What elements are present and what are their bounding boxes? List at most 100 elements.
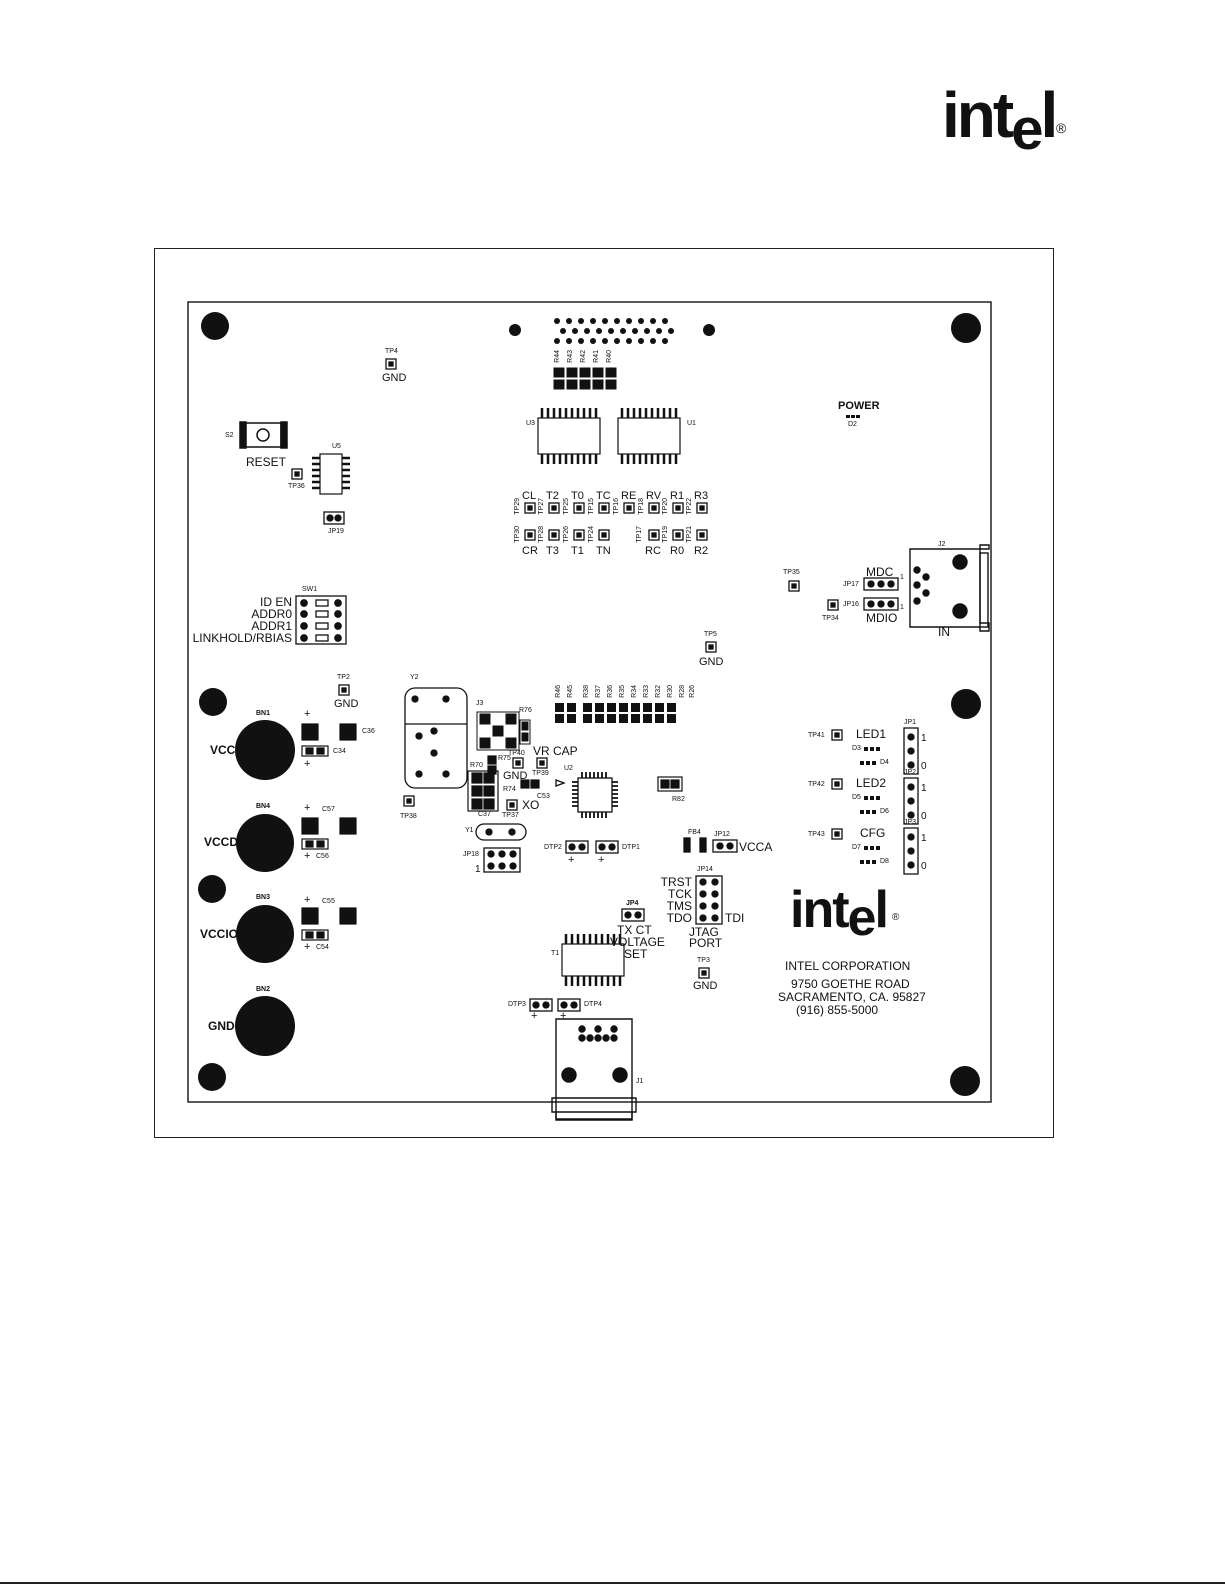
dip-switch-sw1 <box>295 595 347 645</box>
jp17-pin1: 1 <box>900 574 904 581</box>
tdi-label: TDI <box>725 911 745 925</box>
signal-test-point-row <box>524 502 708 541</box>
resistor-label: R30 <box>667 685 674 698</box>
gnd2-label: GND <box>503 770 528 782</box>
tp38-label: TP38 <box>400 813 417 820</box>
signal-label: CL <box>522 490 537 502</box>
jp18-label: JP18 <box>463 851 479 858</box>
resistor-label: R34 <box>631 685 638 698</box>
tp-id-label: TP15 <box>588 498 595 515</box>
corp-name: INTEL CORPORATION <box>785 959 911 973</box>
jp19-label: JP19 <box>328 528 344 535</box>
sw1-label: SW1 <box>302 586 318 593</box>
tp3-gnd-label: GND <box>693 980 718 992</box>
mount-hole <box>951 313 981 343</box>
corp-city: SACRAMENTO, CA. 95827 <box>778 990 926 1004</box>
sw1-option-label: ID EN <box>259 595 292 609</box>
tp-id-label: TP16 <box>613 498 620 515</box>
led1-label: LED1 <box>856 727 887 741</box>
led-jumpers-right <box>903 727 919 875</box>
page-bottom-rule <box>0 1582 1225 1584</box>
jp14-label: JP14 <box>697 866 713 873</box>
tp-id-label: TP28 <box>538 526 545 543</box>
dtp3-label: DTP3 <box>508 1001 526 1008</box>
d5-label: D5 <box>852 794 861 801</box>
jtag-signal-label: TCK <box>668 887 692 901</box>
tp42-label: TP42 <box>808 781 825 788</box>
tp36-label: TP36 <box>288 483 305 490</box>
d7-label: D7 <box>852 844 861 851</box>
tp40-label: TP40 <box>508 750 525 757</box>
tp3-label: TP3 <box>697 957 710 964</box>
jp12-label: JP12 <box>714 831 730 838</box>
figure-frame <box>154 248 1054 1138</box>
jp2-pin0: 0 <box>921 811 927 822</box>
led-diodes <box>846 415 880 864</box>
tp-id-label: TP30 <box>514 526 521 543</box>
plus-sign: + <box>598 854 605 866</box>
sw1-option-label: LINKHOLD/RBIAS <box>192 631 292 645</box>
top-resistor-array <box>553 367 617 390</box>
corp-phone: (916) 855-5000 <box>796 1003 879 1017</box>
plus-sign: + <box>304 894 311 906</box>
mount-hole <box>198 875 226 903</box>
tp-id-label: TP20 <box>662 498 669 515</box>
s2-label: S2 <box>225 432 234 439</box>
rj45-j1 <box>551 1018 637 1121</box>
signal-label: R2 <box>694 545 709 557</box>
resistor-label: R40 <box>606 350 613 363</box>
signal-label: R1 <box>670 490 685 502</box>
tp-id-label: TP17 <box>636 526 643 543</box>
c34-label: C34 <box>333 748 346 755</box>
jp4-label: JP4 <box>626 900 639 907</box>
d8-label: D8 <box>880 858 889 865</box>
signal-label: RV <box>646 490 662 502</box>
resistor-label: R35 <box>619 685 626 698</box>
tp-id-label: TP19 <box>662 526 669 543</box>
signal-label: R3 <box>694 490 709 502</box>
jp1-pin0: 0 <box>921 761 927 772</box>
t1-label: T1 <box>551 950 560 957</box>
intel-logo: intel® <box>942 79 1067 162</box>
transformer-t1 <box>561 934 625 986</box>
j1-label: J1 <box>636 1078 644 1085</box>
led2-label: LED2 <box>856 776 887 790</box>
tp-id-label: TP26 <box>563 526 570 543</box>
crystal-y1 <box>475 823 527 841</box>
gnd-label: GND <box>208 1019 235 1033</box>
tp37-label: TP37 <box>502 812 519 819</box>
tp35-label: TP35 <box>783 569 800 576</box>
tp2-gnd-label: GND <box>334 698 359 710</box>
c57-label: C57 <box>322 806 335 813</box>
jp16-label: JP16 <box>843 601 859 608</box>
port-label: PORT <box>689 936 723 950</box>
small-passives-center <box>467 755 683 812</box>
c54-label: C54 <box>316 944 329 951</box>
d2-label: D2 <box>848 421 857 428</box>
signal-label: TC <box>596 490 611 502</box>
r76-label: R76 <box>519 707 532 714</box>
vccd-label: VCCD <box>204 835 239 849</box>
bn4-label: BN4 <box>256 803 271 810</box>
r70-label: R70 <box>470 762 483 769</box>
oscillator-y2 <box>404 687 468 789</box>
vr-cap-label: VR CAP <box>533 744 578 758</box>
y1-label: Y1 <box>465 827 474 834</box>
jp16-pin1: 1 <box>900 604 904 611</box>
mount-hole <box>199 688 227 716</box>
jp2-pin1: 1 <box>921 783 927 794</box>
tp34-label: TP34 <box>822 615 839 622</box>
r82-label: R82 <box>672 796 685 803</box>
jtag-signal-label: TRST <box>660 875 692 889</box>
jumper-jp18 <box>483 847 521 873</box>
tp39-label: TP39 <box>532 770 549 777</box>
signal-label: T1 <box>571 545 584 557</box>
y2-label: Y2 <box>410 674 419 681</box>
signal-label: R0 <box>670 545 685 557</box>
signal-label: RE <box>621 490 637 502</box>
plus-sign: + <box>560 1010 567 1022</box>
fb4-label: FB4 <box>688 829 701 836</box>
tp-id-label: TP24 <box>588 526 595 543</box>
resistor-label: R45 <box>567 685 574 698</box>
